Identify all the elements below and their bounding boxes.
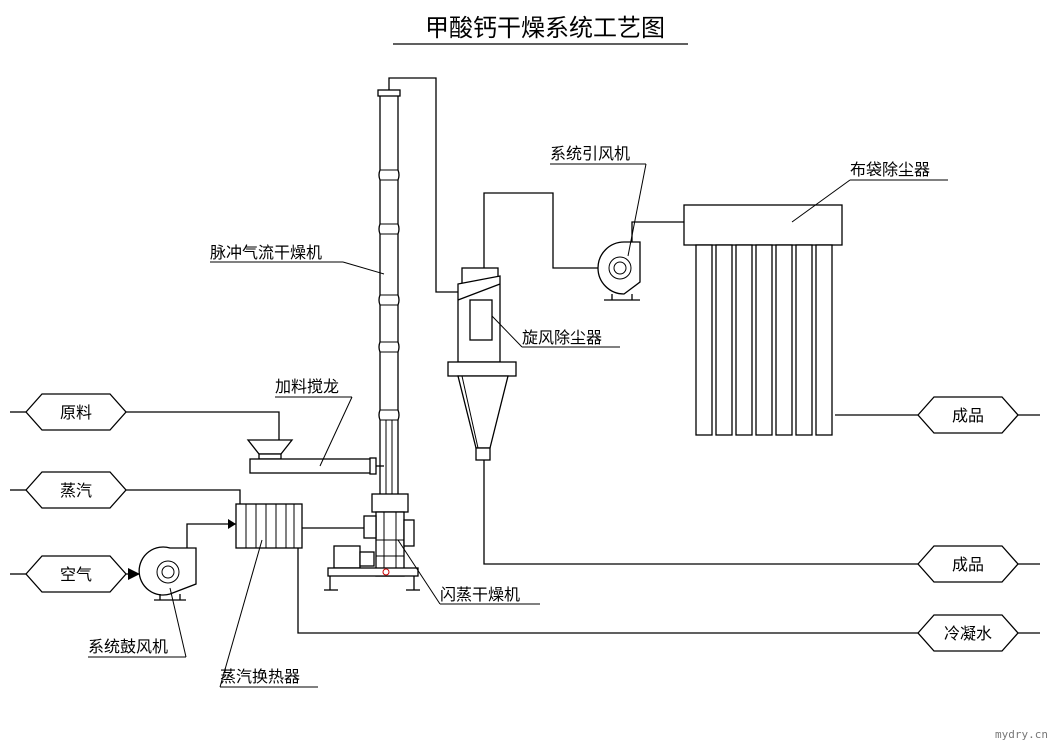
cyclone-label: 旋风除尘器 xyxy=(522,328,602,347)
pulse-dryer-column xyxy=(377,89,401,500)
watermark: mydry.cn xyxy=(995,728,1048,741)
blower-label: 系统鼓风机 xyxy=(88,637,168,656)
diagram-title: 甲酸钙干燥系统工艺图 xyxy=(425,14,665,42)
stream-tag-product-top: 成品 xyxy=(917,396,1040,434)
feeder-screw xyxy=(246,439,384,475)
system-blower xyxy=(138,546,197,601)
label-feeder: 加料搅龙 xyxy=(275,377,353,467)
raw-material-label: 原料 xyxy=(60,403,92,422)
pulse-dryer-label: 脉冲气流干燥机 xyxy=(210,243,322,262)
stream-tag-air: 空气 xyxy=(10,555,127,593)
label-blower: 系统鼓风机 xyxy=(88,587,187,658)
steam-label: 蒸汽 xyxy=(60,481,92,500)
label-induced-fan: 系统引风机 xyxy=(550,144,647,257)
induced-draft-fan xyxy=(597,241,641,301)
stream-tag-product-bottom: 成品 xyxy=(917,545,1040,583)
stream-tag-raw-material: 原料 xyxy=(10,393,127,431)
label-heat-exchanger: 蒸汽换热器 xyxy=(219,539,318,688)
heat-exchanger-label: 蒸汽换热器 xyxy=(220,667,300,686)
flash-dryer xyxy=(324,493,420,591)
condensate-label: 冷凝水 xyxy=(944,624,992,643)
air-label: 空气 xyxy=(60,565,92,584)
stream-tag-steam: 蒸汽 xyxy=(10,471,127,509)
induced-fan-label: 系统引风机 xyxy=(550,144,630,163)
bag-filter-label: 布袋除尘器 xyxy=(850,160,930,179)
label-pulse-dryer: 脉冲气流干燥机 xyxy=(210,243,385,275)
flash-dryer-label: 闪蒸干燥机 xyxy=(440,585,520,604)
cyclone-separator xyxy=(447,267,517,461)
bag-filter xyxy=(683,204,843,436)
product-top-label: 成品 xyxy=(952,406,984,425)
label-cyclone: 旋风除尘器 xyxy=(491,315,620,348)
label-flash-dryer: 闪蒸干燥机 xyxy=(397,539,540,605)
feeder-label: 加料搅龙 xyxy=(275,377,339,396)
stream-tag-condensate: 冷凝水 xyxy=(917,614,1040,652)
steam-heat-exchanger xyxy=(235,503,303,549)
product-bottom-label: 成品 xyxy=(952,555,984,574)
process-pipes xyxy=(126,77,918,634)
label-bag-filter: 布袋除尘器 xyxy=(791,160,948,223)
